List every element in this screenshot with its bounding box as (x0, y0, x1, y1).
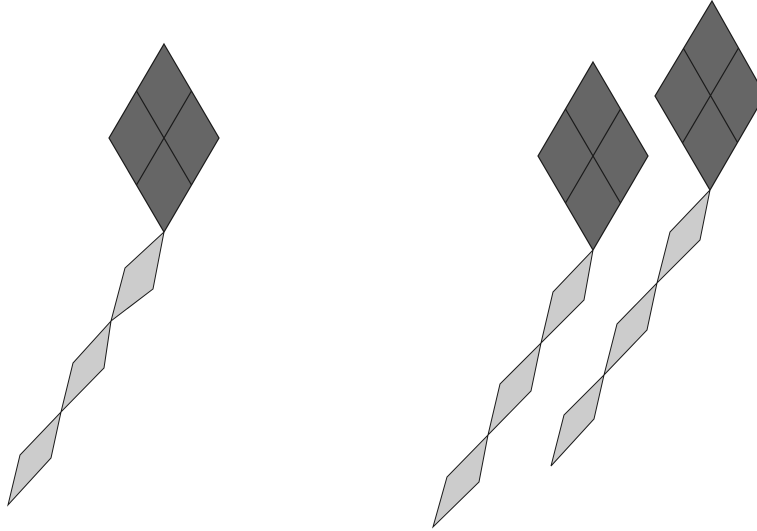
kite-2-tail (433, 250, 593, 527)
kite-3 (655, 1, 757, 190)
kite-3-body (655, 1, 757, 190)
tail-segment (488, 343, 541, 435)
tail-segment (551, 375, 604, 466)
tail-segment (61, 321, 111, 412)
kite-2 (538, 62, 648, 250)
double-kite-group (433, 1, 757, 527)
kite-3-tail (551, 190, 710, 466)
tail-segment (657, 190, 710, 283)
tail-segment (111, 232, 164, 321)
tail-segment (433, 435, 488, 527)
tail-segment (8, 412, 61, 505)
kite-1-tail (8, 232, 164, 505)
single-kite-group (8, 44, 219, 505)
kite-1 (109, 44, 219, 232)
tail-segment (604, 283, 657, 375)
tail-segment (541, 250, 593, 343)
